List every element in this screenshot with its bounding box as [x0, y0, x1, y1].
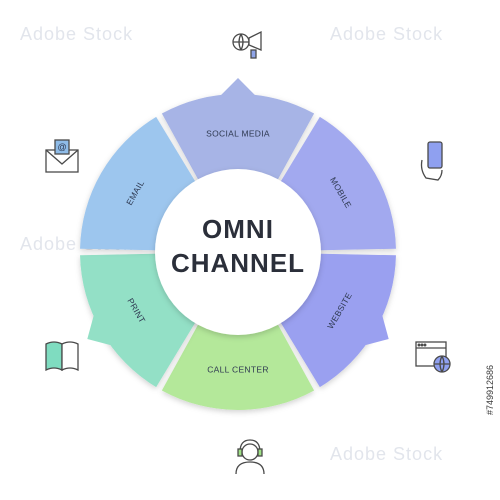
segment-pointer: [218, 78, 258, 98]
center-circle: [155, 169, 321, 335]
center-title-line2: CHANNEL: [171, 248, 305, 278]
segment-social-media: [161, 93, 315, 184]
segment-pointer: [87, 312, 114, 346]
open-book-icon: [45, 341, 79, 372]
segment-pointer: [362, 312, 389, 346]
segment-label: CALL CENTER: [207, 364, 269, 374]
envelope-at-icon: @: [45, 139, 79, 173]
watermark-text-4: Adobe Stock: [330, 444, 443, 464]
megaphone-globe-icon: [232, 30, 262, 59]
headset-agent-icon: [235, 439, 265, 475]
center-title-line1: OMNI: [202, 214, 274, 244]
segment-call-center: [161, 320, 315, 410]
watermark-text-2: Adobe Stock: [330, 24, 443, 44]
smartphone-hand-icon: [420, 141, 443, 181]
watermark-text-1: Adobe Stock: [20, 24, 133, 44]
segment-label: SOCIAL MEDIA: [206, 128, 270, 138]
svg-text:@: @: [57, 142, 66, 152]
browser-globe-icon: [415, 341, 451, 373]
stock-id-text: #749912686: [485, 365, 495, 415]
